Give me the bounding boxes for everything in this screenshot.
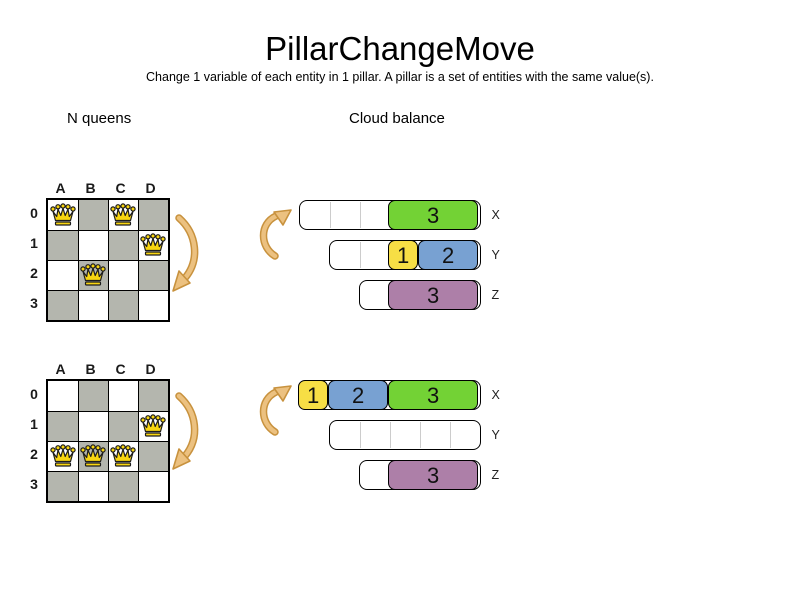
board-cell xyxy=(138,471,168,501)
board-cell xyxy=(108,411,138,441)
page-subtitle: Change 1 variable of each entity in 1 pi… xyxy=(146,70,654,84)
board-cell xyxy=(48,260,78,290)
queens-board-after: A B C D 0 1 2 3 xyxy=(30,361,170,503)
board-cell xyxy=(108,260,138,290)
computer-label: Y xyxy=(491,248,500,262)
board-grid xyxy=(46,379,170,503)
board-row-label: 0 xyxy=(30,386,38,402)
queen-icon xyxy=(140,414,166,437)
board-cell xyxy=(138,260,168,290)
board-cell xyxy=(138,381,168,411)
board-row-label: 0 xyxy=(30,205,38,221)
page-title: PillarChangeMove xyxy=(265,30,535,67)
process-block: 3 xyxy=(388,379,479,410)
curved-arrow-down-icon xyxy=(172,214,199,292)
computer-label: X xyxy=(491,388,500,402)
process-block: 3 xyxy=(388,459,479,490)
computer-label: Y xyxy=(491,428,500,442)
queen-icon xyxy=(50,203,76,226)
board-column-label: D xyxy=(145,361,157,377)
board-cell xyxy=(108,230,138,260)
board-column-label: C xyxy=(115,180,127,196)
board-row-label: 2 xyxy=(30,265,38,281)
board-cell xyxy=(108,290,138,320)
board-cell xyxy=(108,471,138,501)
board-grid-line xyxy=(48,471,168,472)
board-grid-line xyxy=(138,381,139,501)
board-cell xyxy=(138,200,168,230)
slot-divider xyxy=(449,422,451,448)
board-column-label: B xyxy=(85,180,97,196)
board-cell xyxy=(108,381,138,411)
computer-label: X xyxy=(491,208,500,222)
slot-divider xyxy=(389,422,391,448)
board-column-label: D xyxy=(145,180,157,196)
curved-arrow-up-icon xyxy=(259,209,292,260)
board-cell xyxy=(48,230,78,260)
queen-icon xyxy=(110,203,136,226)
process-block: 1 xyxy=(388,239,419,270)
board-column-label: C xyxy=(115,361,127,377)
process-block: 2 xyxy=(418,239,479,270)
cloud-section-label: Cloud balance xyxy=(349,110,445,127)
queen-icon xyxy=(80,444,106,467)
board-row-label: 1 xyxy=(30,416,38,432)
board-cell xyxy=(78,290,108,320)
board-grid-line xyxy=(48,441,168,442)
board-column-label: A xyxy=(55,180,67,196)
curved-arrow-up-icon xyxy=(259,385,292,436)
slot-divider xyxy=(359,202,361,228)
curved-arrow-down-icon xyxy=(172,392,199,470)
queens-board-before: A B C D 0 1 2 3 xyxy=(30,180,170,322)
board-column-label: B xyxy=(85,361,97,377)
process-block: 2 xyxy=(328,379,389,410)
queen-icon xyxy=(80,263,106,286)
board-row-label: 3 xyxy=(30,476,38,492)
board-grid-line xyxy=(48,260,168,261)
slot-divider xyxy=(329,202,331,228)
board-cell xyxy=(78,381,108,411)
process-block: 3 xyxy=(388,279,479,310)
queen-icon xyxy=(110,444,136,467)
slot-divider xyxy=(359,422,361,448)
board-grid xyxy=(46,198,170,322)
board-cell xyxy=(78,411,108,441)
board-cell xyxy=(78,230,108,260)
board-cell xyxy=(138,290,168,320)
board-row-label: 2 xyxy=(30,446,38,462)
board-row-label: 1 xyxy=(30,235,38,251)
board-cell xyxy=(78,471,108,501)
board-grid-line xyxy=(138,200,139,320)
queen-icon xyxy=(50,444,76,467)
board-row-label: 3 xyxy=(30,295,38,311)
computer-label: Z xyxy=(491,288,500,302)
board-cell xyxy=(48,381,78,411)
board-cell xyxy=(48,471,78,501)
board-grid-line xyxy=(48,290,168,291)
process-block: 1 xyxy=(298,379,329,410)
board-cell xyxy=(78,200,108,230)
nqueens-section-label: N queens xyxy=(67,110,132,127)
queen-icon xyxy=(140,233,166,256)
process-block: 3 xyxy=(388,199,479,230)
board-column-label: A xyxy=(55,361,67,377)
board-cell xyxy=(48,411,78,441)
computer-bar-y: Y xyxy=(328,420,500,450)
computer-label: Z xyxy=(491,468,500,482)
slot-divider xyxy=(359,242,361,268)
board-cell xyxy=(48,290,78,320)
board-cell xyxy=(138,441,168,471)
slot-divider xyxy=(419,422,421,448)
